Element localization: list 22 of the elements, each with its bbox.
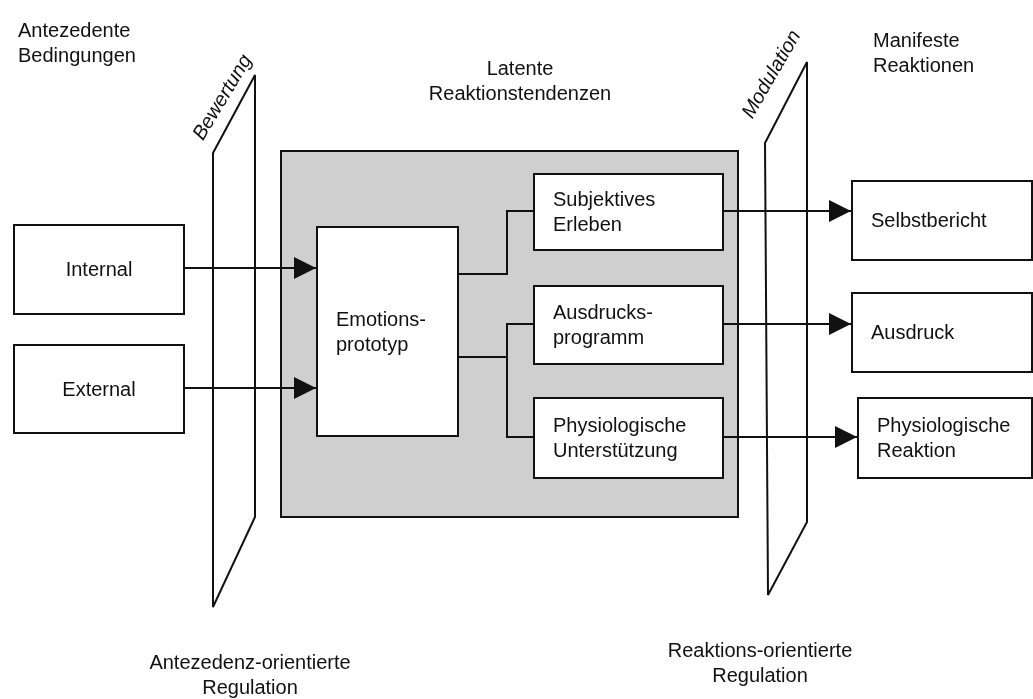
arrow [723, 313, 852, 335]
heading-label: Antezedenz-orientierte Regulation [148, 650, 352, 699]
arrow [184, 377, 317, 399]
process-box: External [13, 344, 185, 434]
arrow [723, 200, 852, 222]
process-box: Ausdruck [851, 292, 1033, 373]
process-box: Physiologische Reaktion [857, 397, 1033, 479]
connector-line [458, 356, 534, 438]
process-box: Ausdrucks- programm [533, 285, 724, 365]
group-panel [280, 150, 739, 518]
process-box: Emotions- prototyp [316, 226, 459, 437]
heading-label: Manifeste Reaktionen [873, 28, 976, 78]
heading-label: Reaktions-orientierte Regulation [666, 638, 854, 688]
process-box: Selbstbericht [851, 180, 1033, 261]
process-box: Physiologische Unterstützung [533, 397, 724, 479]
process-box: Internal [13, 224, 185, 315]
heading-label: Antezedente Bedingungen [18, 18, 137, 68]
process-box: Subjektives Erleben [533, 173, 724, 251]
arrow [723, 426, 858, 448]
arrow [184, 257, 317, 279]
connector-line [458, 210, 534, 275]
heading-label: Latente Reaktionstendenzen [427, 56, 613, 106]
